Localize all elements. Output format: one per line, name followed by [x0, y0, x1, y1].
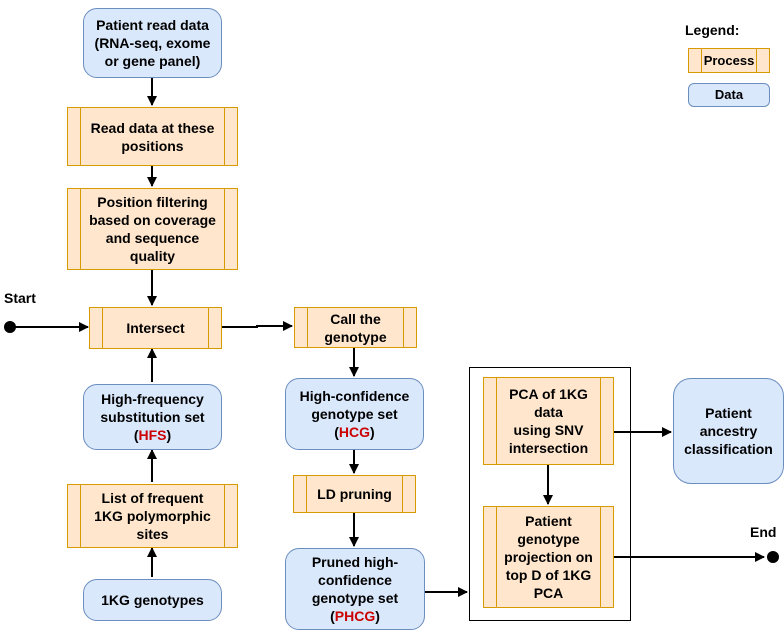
end-point	[767, 551, 779, 563]
phcg-abbreviation: PHCG	[334, 608, 376, 624]
read-positions-line-2: positions	[121, 137, 184, 154]
frequent-sites-line-3: sites	[136, 526, 169, 542]
start-point	[4, 321, 16, 333]
projection-line-4: top D of 1KG	[505, 567, 592, 583]
hfs-line-2: substitution set	[100, 409, 205, 425]
intersect-label: Intersect	[126, 320, 185, 336]
legend-title: Legend:	[685, 22, 740, 38]
phcg-line-2: confidence	[318, 572, 392, 588]
patient-read-data-line-2: (RNA-seq, exome	[94, 35, 211, 51]
hcg-abbreviation: HCG	[338, 424, 371, 440]
pca-1kg-line-2: data	[534, 404, 563, 420]
pca-1kg-line-3: using SNV	[513, 422, 584, 438]
hcg-line-2: genotype set	[311, 406, 398, 422]
call-genotype-line-1: Call the	[330, 310, 381, 327]
frequent-sites-node: List of frequent 1KG polymorphic sites	[67, 484, 238, 548]
read-positions-line-1: Read data at these	[90, 119, 215, 136]
hfs-abbreviation: HFS	[138, 427, 167, 443]
ancestry-line-2: ancestry	[699, 423, 758, 439]
position-filtering-node: Position filtering based on coverage and…	[67, 188, 238, 270]
phcg-line-3: genotype set	[311, 590, 399, 606]
ancestry-node: Patient ancestry classification	[673, 378, 784, 484]
legend-process-label: Process	[703, 52, 755, 68]
patient-read-data-line-1: Patient read data	[96, 17, 209, 33]
hfs-line-1: High-frequency	[101, 391, 204, 407]
start-label: Start	[4, 290, 36, 306]
end-label: End	[750, 524, 777, 540]
position-filtering-line-3: and sequence	[105, 230, 200, 246]
pca-1kg-line-1: PCA of 1KG	[509, 386, 588, 402]
kg-genotypes-label: 1KG genotypes	[101, 592, 204, 608]
projection-line-2: genotype	[517, 531, 580, 547]
legend-data: Data	[688, 83, 770, 107]
arrow-intersect-to-call	[222, 321, 293, 331]
ld-pruning-label: LD pruning	[317, 486, 392, 502]
projection-line-1: Patient	[525, 513, 572, 529]
position-filtering-line-1: Position filtering	[97, 194, 208, 210]
legend-data-label: Data	[714, 87, 744, 102]
read-positions-node: Read data at these positions	[67, 107, 238, 166]
call-genotype-line-2: genotype	[324, 328, 387, 345]
pca-1kg-line-4: intersection	[508, 440, 589, 456]
patient-read-data-node: Patient read data (RNA-seq, exome or gen…	[83, 8, 222, 78]
pca-group-frame	[469, 367, 631, 621]
position-filtering-line-4: quality	[129, 248, 176, 264]
hfs-node: High-frequency substitution set (HFS)	[83, 384, 222, 450]
projection-node: Patient genotype projection on top D of …	[483, 506, 614, 608]
frequent-sites-line-2: 1KG polymorphic	[94, 508, 211, 524]
patient-read-data-line-3: or gene panel)	[104, 53, 201, 69]
projection-line-3: projection on	[504, 549, 593, 565]
projection-line-5: PCA	[533, 585, 564, 601]
call-genotype-node: Call the genotype	[294, 307, 417, 348]
kg-genotypes-node: 1KG genotypes	[83, 579, 222, 621]
phcg-node: Pruned high- confidence genotype set (PH…	[285, 548, 425, 630]
phcg-line-1: Pruned high-	[311, 554, 399, 570]
ld-pruning-node: LD pruning	[293, 475, 416, 513]
ancestry-line-3: classification	[684, 441, 773, 457]
intersect-node: Intersect	[89, 307, 222, 349]
ancestry-line-1: Patient	[705, 405, 752, 421]
hcg-line-1: High-confidence	[299, 388, 410, 404]
position-filtering-line-2: based on coverage	[89, 212, 216, 228]
pca-1kg-node: PCA of 1KG data using SNV intersection	[483, 377, 614, 465]
hcg-node: High-confidence genotype set (HCG)	[285, 378, 424, 450]
legend-process: Process	[688, 48, 770, 73]
frequent-sites-line-1: List of frequent	[101, 490, 204, 506]
